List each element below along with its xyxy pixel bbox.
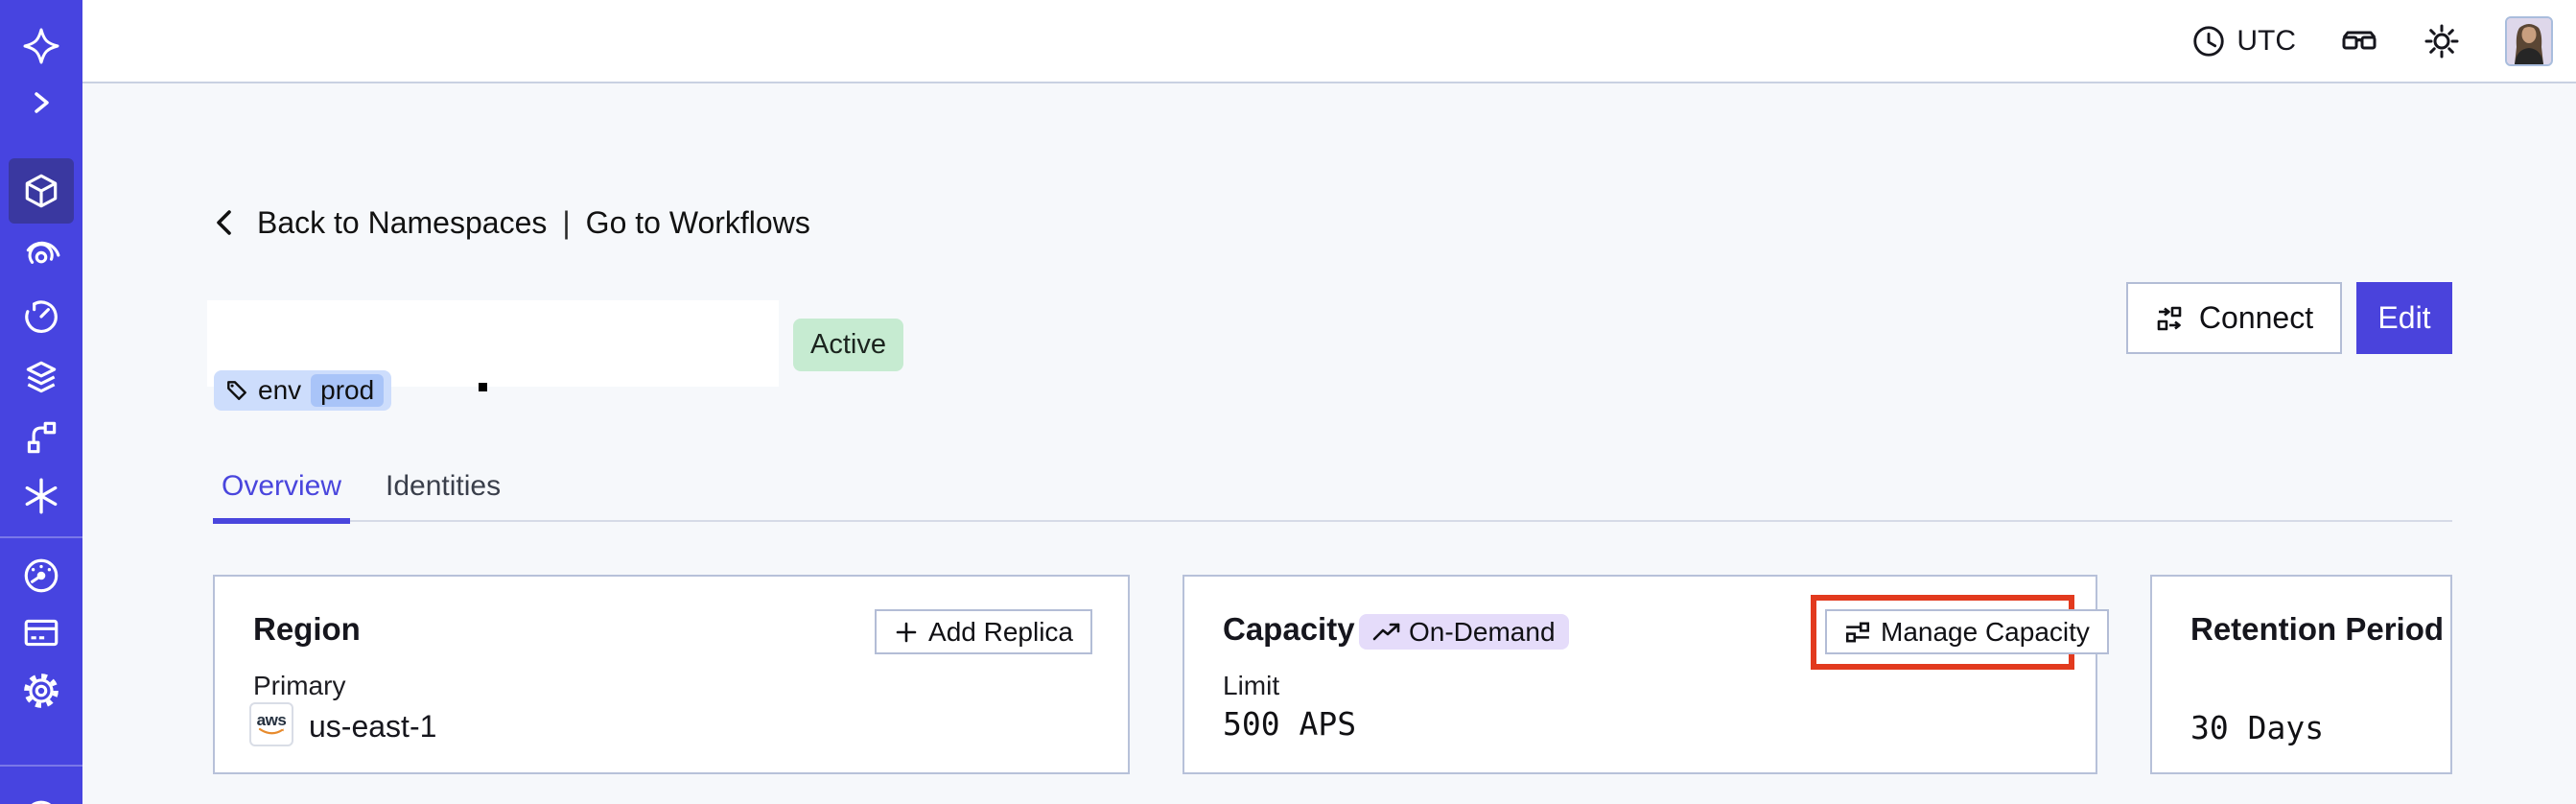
add-replica-label: Add Replica — [928, 616, 1073, 647]
plus-icon — [894, 620, 919, 645]
edit-button[interactable]: Edit — [2356, 282, 2452, 354]
tag-value: prod — [311, 374, 385, 407]
capacity-card: Capacity On-Demand Manage Capacity — [1183, 575, 2109, 774]
add-replica-button[interactable]: Add Replica — [875, 609, 1092, 654]
edit-button-label: Edit — [2377, 300, 2431, 335]
breadcrumb: Back to Namespaces | Go to Workflows — [209, 201, 810, 244]
tag-key: env — [258, 375, 302, 405]
connect-icon — [2155, 303, 2186, 334]
sidebar-divider — [0, 765, 82, 767]
breadcrumb-back-link[interactable]: Back to Namespaces — [257, 204, 548, 240]
ondemand-badge: On-Demand — [1359, 614, 1569, 650]
primary-label: Primary — [253, 671, 346, 700]
sidebar-item-usage[interactable] — [21, 556, 61, 596]
manage-capacity-label: Manage Capacity — [1881, 616, 2090, 647]
sidebar-item-deployments[interactable] — [21, 358, 61, 398]
back-chevron-icon[interactable] — [209, 206, 242, 239]
tag-icon — [225, 379, 248, 402]
ondemand-badge-label: On-Demand — [1409, 616, 1556, 647]
capacity-limit-value: 500 APS — [1223, 705, 1357, 743]
sidebar-divider — [0, 536, 82, 538]
retention-card: Retention Period 30 Days — [2150, 575, 2452, 774]
aws-logo-text: aws — [256, 711, 287, 729]
tab-overview[interactable]: Overview — [213, 470, 351, 524]
top-bar: UTC — [82, 0, 2576, 83]
aws-smile-arc — [258, 727, 284, 735]
retention-value: 30 Days — [2190, 709, 2325, 746]
clock-icon — [2190, 23, 2227, 59]
manage-capacity-button[interactable]: Manage Capacity — [1825, 609, 2109, 654]
avatar[interactable] — [2505, 15, 2553, 66]
timezone-selector[interactable]: UTC — [2190, 23, 2296, 59]
sidebar-expand-chevron-icon[interactable] — [28, 89, 55, 116]
labs-glasses-icon[interactable] — [2340, 22, 2378, 60]
sidebar-item-schedules[interactable] — [21, 296, 61, 337]
region-value: us-east-1 — [309, 709, 437, 744]
tab-bar: Overview Identities — [213, 470, 2452, 524]
redaction-artifact-dot — [479, 383, 487, 391]
tab-identities[interactable]: Identities — [386, 470, 502, 502]
capacity-card-title: Capacity — [1223, 611, 1355, 647]
temporal-logo-icon[interactable] — [22, 27, 60, 65]
breadcrumb-workflows-link[interactable]: Go to Workflows — [585, 204, 810, 240]
sidebar-item-namespaces[interactable] — [21, 171, 61, 211]
trending-up-icon — [1372, 622, 1401, 643]
sidebar-item-settings-gear-icon[interactable] — [21, 671, 61, 711]
sliders-icon — [1844, 620, 1871, 645]
sidebar-item-batch-operations[interactable] — [21, 417, 61, 458]
status-badge: Active — [793, 319, 903, 371]
sidebar-item-billing[interactable] — [21, 612, 61, 652]
connect-button-label: Connect — [2198, 300, 2314, 335]
theme-brightness-icon[interactable] — [2423, 22, 2461, 60]
status-badge-label: Active — [810, 329, 886, 360]
aws-logo: aws — [249, 702, 293, 746]
breadcrumb-separator: | — [562, 204, 571, 240]
region-card: Region Add Replica Primary aws us-east-1 — [213, 575, 1130, 774]
sidebar-item-nexus[interactable] — [21, 476, 61, 516]
sidebar-nav — [0, 0, 82, 804]
region-card-title: Region — [253, 611, 361, 647]
connect-button[interactable]: Connect — [2126, 282, 2342, 354]
namespace-tag-chip[interactable]: env prod — [214, 370, 392, 411]
sidebar-item-help-partial[interactable] — [21, 797, 61, 804]
limit-label: Limit — [1223, 671, 1280, 700]
retention-card-title: Retention Period — [2190, 611, 2445, 647]
timezone-label: UTC — [2236, 24, 2296, 57]
sidebar-item-workflows[interactable] — [21, 235, 61, 275]
